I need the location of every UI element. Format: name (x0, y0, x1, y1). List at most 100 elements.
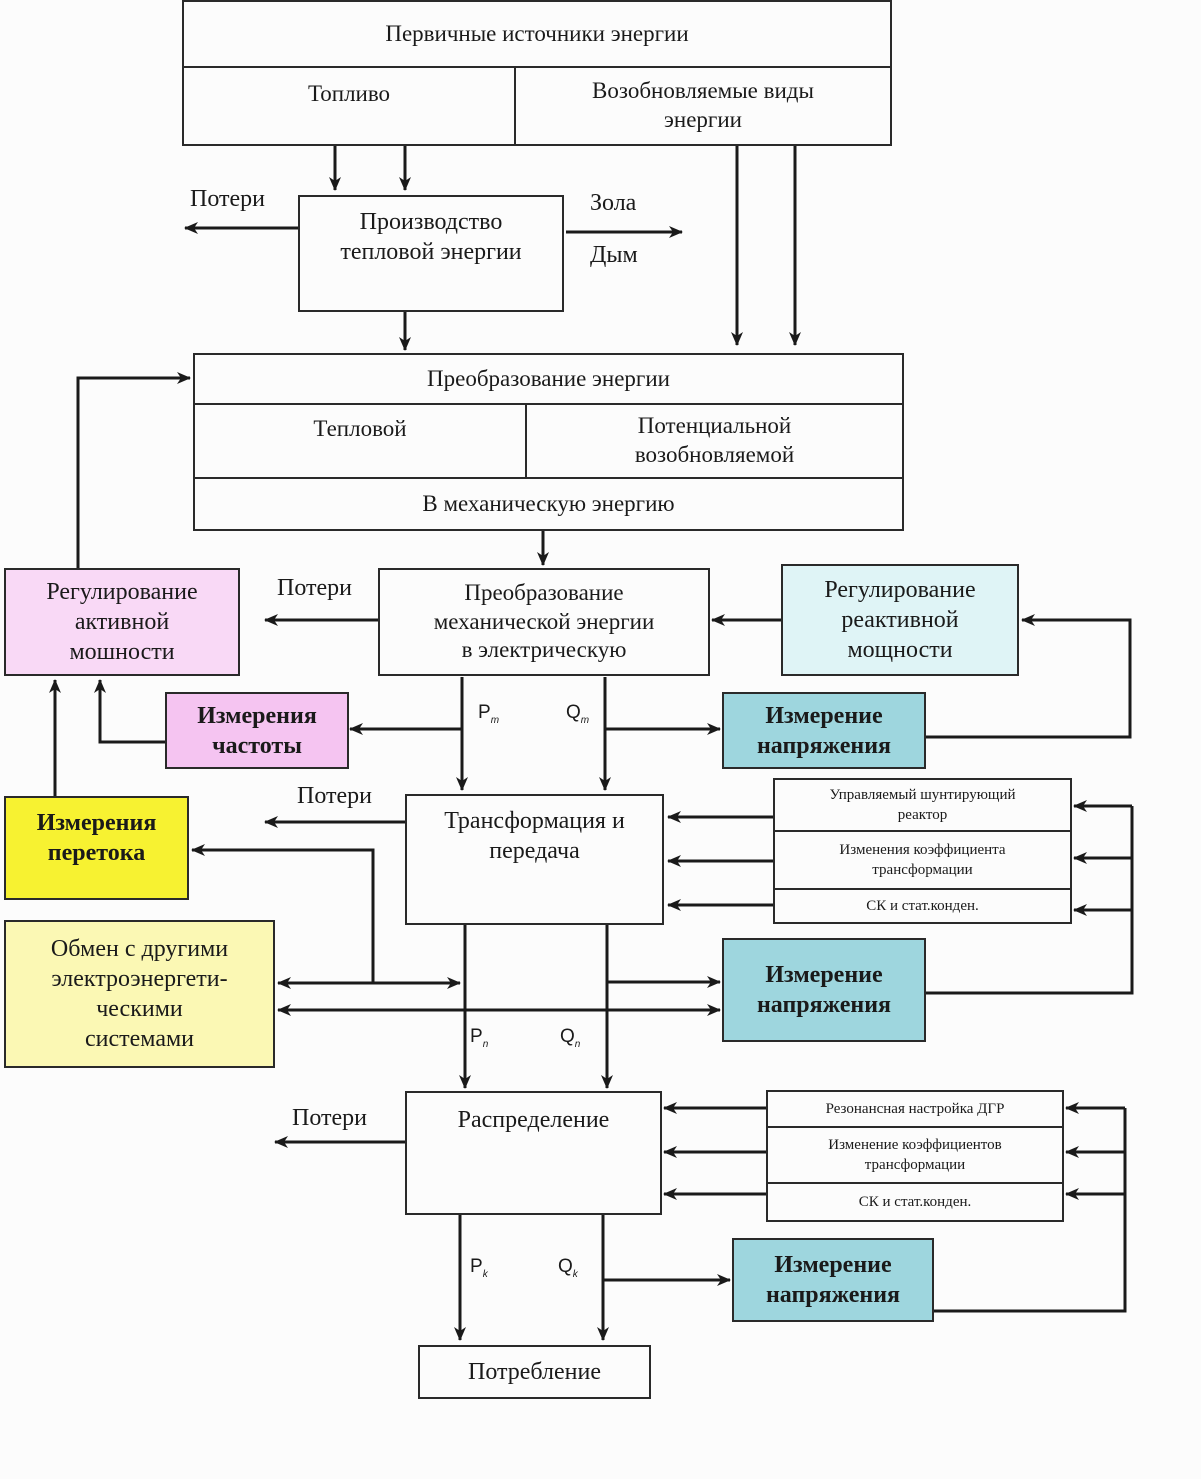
trans-control-2-line2: трансформации (872, 862, 973, 878)
transformation-line1: Трансформация и (444, 808, 625, 834)
dist-control-ratio-change: Изменение коэффициентов трансформации (766, 1126, 1064, 1184)
conversion-potential-box: Потенциальной возобновляемой (525, 403, 904, 479)
flow-measure-line2: перетока (47, 840, 146, 866)
pk-sub: k (482, 1268, 488, 1280)
qm-symbol: Qm (566, 702, 589, 726)
renewable-label-line2: энергии (664, 107, 742, 132)
reactive-regulation-box: Регулирование реактивной мощности (781, 564, 1019, 676)
conversion-title: Преобразование энергии (427, 365, 670, 391)
trans-control-2-line1: Изменения коэффициента (839, 841, 1006, 858)
transformation-box: Трансформация и передача (405, 794, 664, 925)
voltage-measure-3-box: Измерение напряжения (732, 1238, 934, 1322)
qk-sub: k (572, 1268, 578, 1280)
trans-control-1-line2: реактор (897, 807, 948, 823)
trans-control-sc-static: СК и стат.конден. (773, 888, 1072, 924)
losses-label-mech: Потери (277, 575, 352, 601)
thermal-production-box: Производство тепловой энергии (298, 195, 564, 312)
transformation-line2: передача (489, 838, 580, 864)
voltage-measure-2-line1: Измерение (765, 962, 883, 988)
voltage-measure-2-box: Измерение напряжения (722, 938, 926, 1042)
qm-sub: m (580, 714, 590, 726)
dist-control-sc-static: СК и стат.конден. (766, 1182, 1064, 1222)
conversion-thermal-box: Тепловой (193, 403, 527, 479)
arrow-freq-to-active (94, 679, 165, 744)
renewable-label-line1: Возобновляемые виды (592, 78, 814, 104)
pn-symbol: Pn (470, 1026, 488, 1050)
pk-p: P (470, 1256, 483, 1277)
arrow-active-reg-feedback (76, 372, 191, 568)
voltage-measure-1-line1: Измерение (765, 702, 883, 729)
pn-sub: n (482, 1038, 489, 1050)
losses-label-trans: Потери (297, 783, 372, 809)
qn-symbol: Qn (560, 1026, 580, 1050)
flow-measure-box: Измерения перетока (4, 796, 189, 900)
trans-control-shunt-reactor: Управляемый шунтирующий реактор (773, 778, 1072, 832)
pm-sub: m (490, 714, 500, 726)
conversion-potential-line1: Потенциальной (637, 413, 792, 439)
trans-control-ratio-change: Изменения коэффициента трансформации (773, 830, 1072, 890)
voltage-measure-2-line2: напряжения (756, 992, 892, 1018)
conversion-mechanical-box: В механическую энергию (193, 477, 904, 531)
voltage-measure-1-box: Измерение напряжения (722, 692, 926, 769)
smoke-label: Дым (590, 242, 638, 268)
thermal-production-line1: Производство (359, 209, 503, 235)
dist-control-1: Резонансная настройка ДГР (825, 1100, 1005, 1117)
freq-measure-line1: Измерения (197, 702, 317, 729)
consumption-title: Потребление (467, 1359, 602, 1385)
arrow-voltage1-feedback (926, 614, 1132, 739)
trans-control-1-line1: Управляемый шунтирующий (829, 786, 1016, 803)
consumption-box: Потребление (418, 1345, 651, 1399)
active-regulation-line3: мошности (69, 639, 175, 665)
qk-symbol: Qk (558, 1256, 578, 1280)
exchange-line3: ческими (96, 996, 183, 1022)
distribution-title: Распределение (457, 1107, 610, 1133)
voltage-measure-3-line2: напряжения (765, 1282, 901, 1308)
exchange-line2: электроэнергети- (51, 966, 228, 992)
conversion-thermal: Тепловой (313, 416, 407, 441)
qn-q: Q (560, 1026, 575, 1047)
active-regulation-box: Регулирование активной мошности (4, 568, 240, 676)
dist-control-2-line1: Изменение коэффициентов (828, 1136, 1002, 1153)
losses-label-thermal: Потери (190, 186, 265, 212)
flow-measure-line1: Измерения (36, 810, 157, 836)
arrow-voltage3-feedback (934, 1108, 1127, 1313)
mech-to-elec-line3: в электрическую (461, 637, 627, 663)
freq-measure-box: Измерения частоты (165, 692, 349, 769)
mech-to-elec-box: Преобразование механической энергии в эл… (378, 568, 710, 676)
distribution-box: Распределение (405, 1091, 662, 1215)
qm-q: Q (566, 702, 581, 723)
pm-p: P (478, 702, 491, 723)
qn-sub: n (574, 1038, 581, 1050)
pk-symbol: Pk (470, 1256, 488, 1280)
dist-control-resonance: Резонансная настройка ДГР (766, 1090, 1064, 1128)
active-regulation-line2: активной (74, 609, 170, 635)
exchange-line4: системами (85, 1026, 194, 1052)
renewable-box: Возобновляемые виды энергии (514, 66, 892, 146)
primary-sources-title: Первичные источники энергии (385, 20, 689, 46)
voltage-measure-1-line2: напряжения (756, 732, 892, 759)
reactive-regulation-line1: Регулирование (824, 577, 976, 603)
pm-symbol: Pm (478, 702, 499, 726)
exchange-box: Обмен с другими электроэнергети- ческими… (4, 920, 275, 1068)
arrow-voltage2-feedback (926, 806, 1134, 995)
dist-control-2-line2: трансформации (864, 1157, 966, 1173)
dist-control-3: СК и стат.конден. (858, 1193, 972, 1210)
mech-to-elec-line1: Преобразование (464, 579, 624, 605)
losses-label-dist: Потери (292, 1105, 367, 1131)
conversion-title-box: Преобразование энергии (193, 353, 904, 405)
qk-q: Q (558, 1256, 573, 1277)
fuel-label: Топливо (307, 81, 391, 106)
conversion-mechanical: В механическую энергию (422, 490, 675, 516)
arrow-to-flow (191, 844, 375, 983)
exchange-line1: Обмен с другими (50, 936, 229, 962)
reactive-regulation-line2: реактивной (841, 607, 959, 633)
conversion-potential-line2: возобновляемой (634, 442, 795, 467)
primary-sources-box: Первичные источники энергии (182, 0, 892, 68)
ash-label: Зола (590, 190, 637, 216)
thermal-production-line2: тепловой энергии (340, 239, 522, 265)
mech-to-elec-line2: механической энергии (433, 608, 655, 634)
pn-p: P (470, 1026, 483, 1047)
active-regulation-line1: Регулирование (46, 579, 198, 605)
voltage-measure-3-line1: Измерение (774, 1252, 892, 1278)
